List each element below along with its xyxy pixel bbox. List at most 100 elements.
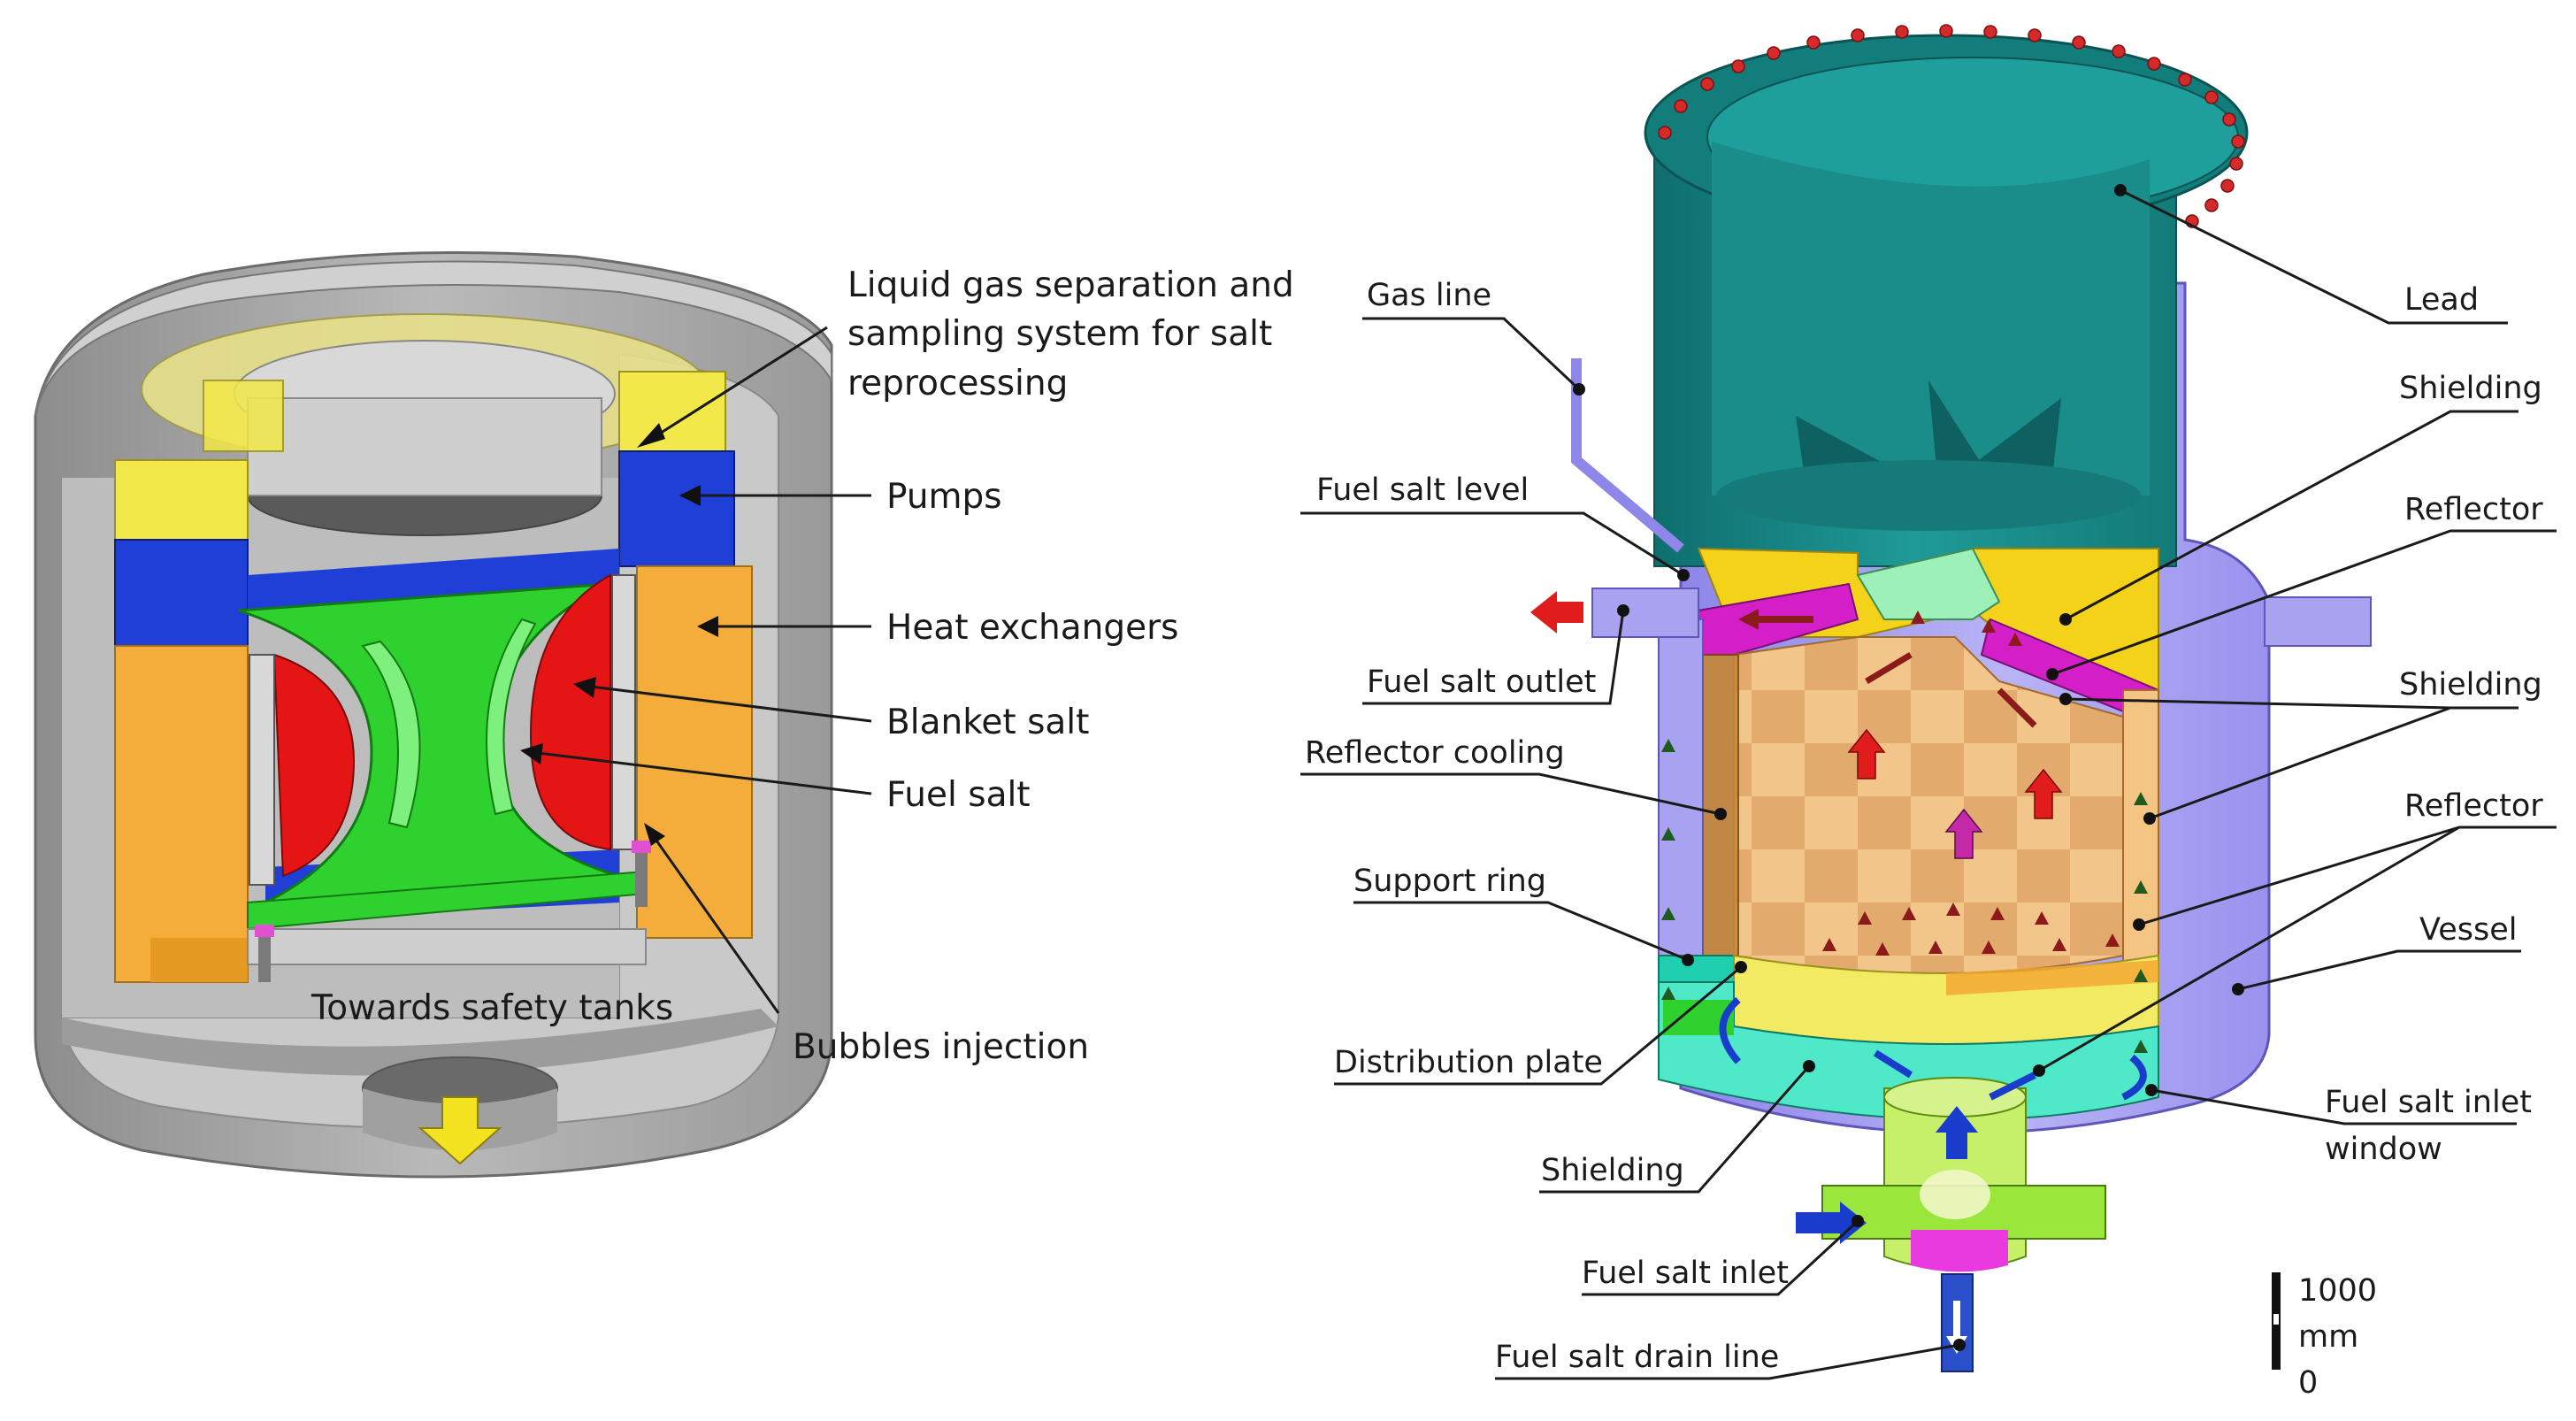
left-yellow-block-top <box>203 380 284 452</box>
label-pumps: Pumps <box>886 477 1002 517</box>
dot-reflector-mid-2 <box>2033 1064 2045 1077</box>
right-core-arrow-3 <box>1944 808 1983 859</box>
dot-reflector-cooling <box>1714 808 1727 820</box>
right-reflector-strip <box>2122 689 2159 983</box>
label-shielding-bottom: Shielding <box>1541 1153 1684 1188</box>
leader-fuel-salt-outlet <box>1362 610 1625 705</box>
left-blanket-wall-l <box>249 654 275 886</box>
right-top-arrow-diag-2 <box>1997 687 2037 728</box>
dot-distribution-plate <box>1735 961 1747 973</box>
right-bottom-diag-arrow-r <box>1989 1072 2036 1101</box>
label-towards-safety-tanks: Towards safety tanks <box>310 988 673 1028</box>
label-fuel-salt-level: Fuel salt level <box>1316 472 1529 508</box>
label-reflector-cooling: Reflector cooling <box>1305 735 1565 771</box>
right-core-arrow-1 <box>1847 728 1886 780</box>
right-lead-fin-2 <box>1955 398 2061 478</box>
right-top-teal-plate <box>1856 547 2001 620</box>
label-vessel: Vessel <box>2419 912 2518 948</box>
leader-shielding-mid-2 <box>2149 706 2451 820</box>
arrow-fuel <box>520 743 543 764</box>
label-heat-exchangers: Heat exchangers <box>886 608 1179 648</box>
dot-drain-line <box>1953 1339 1966 1351</box>
right-green-side-arrows <box>1661 739 2148 1053</box>
right-small-flow-arrows <box>1822 611 2120 956</box>
dot-support-ring <box>1682 954 1694 966</box>
leader-vessel <box>2237 949 2521 991</box>
scale-bar-mark <box>2273 1314 2279 1325</box>
leader-drain-line <box>1495 1343 1960 1380</box>
left-blanket-r <box>529 573 611 851</box>
leader-fuel-salt-level <box>1300 511 1684 577</box>
left-vessel-rim <box>34 260 832 417</box>
label-bubbles-injection: Bubbles injection <box>793 1027 1089 1067</box>
label-reflector-top: Reflector <box>2404 492 2543 527</box>
left-yellow-block-l <box>114 459 249 541</box>
left-bottom-plate <box>247 928 647 965</box>
dot-fuel-salt-level <box>1677 569 1690 581</box>
left-fuel-salt-fin-l <box>361 640 421 829</box>
leader-lead <box>2120 188 2508 325</box>
leader-fuel-salt-inlet <box>1582 1219 1859 1296</box>
label-gas-line: Gas line <box>1367 278 1491 313</box>
leader-reflector-cooling <box>1300 772 1721 816</box>
label-fuel-salt-drain-line: Fuel salt drain line <box>1495 1340 1779 1375</box>
label-shielding-mid: Shielding <box>2399 667 2542 703</box>
right-outlet-pipe-l <box>1591 588 1699 638</box>
scale-bar-unit: mm <box>2298 1319 2358 1355</box>
right-bottom-curve-arrow-r <box>2121 1054 2147 1101</box>
arrow-bubbles <box>644 823 665 846</box>
leader-gas-line <box>1362 317 1581 391</box>
scale-bar: 1000 mm 0 <box>2272 1272 2377 1401</box>
right-outlet-arrow <box>1530 591 1583 634</box>
dot-inlet-window <box>2145 1084 2158 1096</box>
left-label-group: Liquid gas separation and sampling syste… <box>310 265 1294 1067</box>
right-top-arrowhead-l <box>1738 609 1759 630</box>
leader-reflector-mid-2 <box>2038 826 2460 1072</box>
right-bottom-diag-arrow-l <box>1873 1049 1913 1079</box>
leader-support-ring <box>1353 901 1689 962</box>
label-shielding-top: Shielding <box>2399 371 2542 406</box>
leader-fuel <box>530 750 872 795</box>
scale-bar-top-value: 1000 <box>2298 1273 2377 1309</box>
dot-shielding-mid-2 <box>2143 812 2156 825</box>
left-floor <box>62 1009 778 1076</box>
dot-shielding-top <box>2059 613 2072 626</box>
leader-shielding-bottom <box>1539 1065 1811 1194</box>
left-pump-r <box>618 450 735 567</box>
label-inlet-window-2: window <box>2325 1132 2442 1167</box>
right-inlet-bulb <box>1920 1170 1990 1219</box>
right-inlet-arrow <box>1796 1202 1867 1244</box>
left-pump-l <box>114 539 249 647</box>
dot-fuel-salt-inlet <box>1852 1215 1864 1227</box>
dot-gas-line <box>1573 383 1585 396</box>
right-lead-fin-3 <box>1928 380 1990 478</box>
right-distribution-orange <box>1946 960 2158 995</box>
right-inlet-magenta <box>1911 1230 2008 1272</box>
label-separation-1: Liquid gas separation and <box>847 265 1294 305</box>
arrow-hx <box>697 616 718 637</box>
right-leaders <box>1300 184 2557 1380</box>
label-blanket-salt: Blanket salt <box>886 703 1089 742</box>
leader-separation <box>645 326 828 444</box>
right-label-group: Gas line Fuel salt level Fuel salt outle… <box>1305 278 2543 1375</box>
left-hx-r <box>636 565 753 939</box>
leader-distribution-plate <box>1334 965 1742 1086</box>
left-reactor-drawing <box>34 251 833 1179</box>
right-reflector-cooling <box>1702 654 1739 956</box>
right-core-arrow-2 <box>2024 768 2063 819</box>
arrow-separation <box>637 423 665 448</box>
label-support-ring: Support ring <box>1353 864 1546 899</box>
left-blanket-wall-r <box>611 574 636 850</box>
left-fuel-salt-fin-r <box>486 618 537 816</box>
right-lead-inner-wall <box>1712 142 2150 495</box>
label-reflector-mid: Reflector <box>2404 788 2543 824</box>
left-nozzle-l <box>258 929 271 982</box>
label-separation-3: reprocessing <box>847 364 1068 403</box>
right-reactor-drawing <box>1530 24 2372 1372</box>
right-shielding-bottom-green <box>1663 1000 1734 1035</box>
left-nozzle-r-tip <box>632 841 651 853</box>
leader-reflector-top <box>2051 529 2557 676</box>
right-neck-arrow <box>1936 1106 1978 1159</box>
left-yellow-block-r <box>618 371 726 452</box>
